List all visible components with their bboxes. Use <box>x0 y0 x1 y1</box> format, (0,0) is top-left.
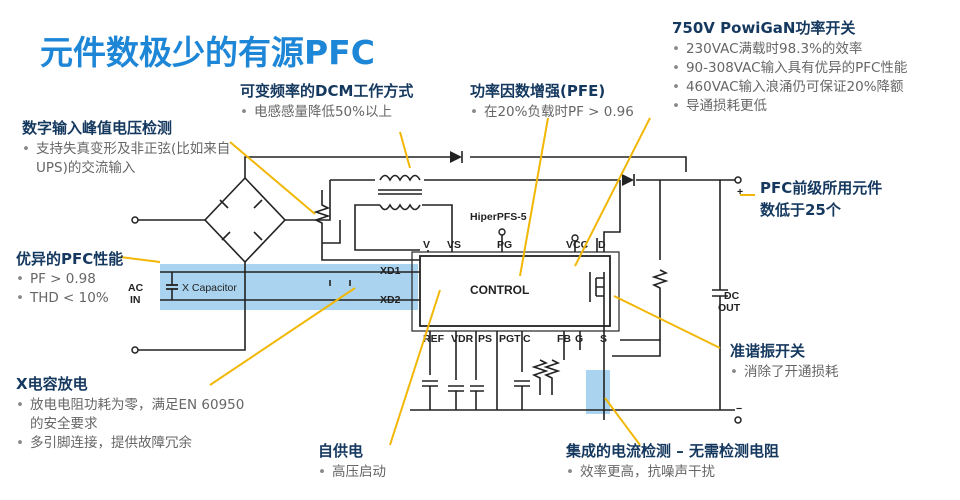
highlight-band-current <box>586 370 610 414</box>
section-heading: 功率因数增强(PFE) <box>470 82 606 100</box>
pin-d: D <box>598 239 606 251</box>
section-quasi-resonant: 准谐振开关 •消除了开通损耗 <box>730 340 838 382</box>
pin-vs: VS <box>447 239 461 251</box>
out-label: OUT <box>718 302 741 314</box>
bullet-item: •230VAC满载时98.3%的效率 <box>672 41 863 57</box>
chip-name: HiperPFS-5 <box>470 211 527 223</box>
section-powigan: 750V PowiGaN功率开关 •230VAC满载时98.3%的效率 •90-… <box>672 17 952 116</box>
section-heading: 优异的PFC性能 <box>16 250 124 268</box>
ac-label: AC <box>128 282 144 294</box>
bullet-item: •THD < 10% <box>16 290 109 306</box>
bullet-item: •90-308VAC输入具有优异的PFC性能 <box>672 60 908 76</box>
pin-xd1: XD1 <box>380 265 401 277</box>
section-dcm: 可变频率的DCM工作方式 •电感感量降低50%以上 <box>240 80 413 122</box>
pin-vcc: VCC <box>566 239 589 251</box>
section-heading: 准谐振开关 <box>730 342 806 360</box>
bullet-item: •放电电阻功耗为零，满足EN 60950的安全要求 <box>16 397 245 432</box>
section-heading: 数字输入峰值电压检测 <box>22 119 173 137</box>
pin-pg: PG <box>497 239 512 251</box>
bullet-item: •电感感量降低50%以上 <box>240 104 392 120</box>
bullet-item: •消除了开通损耗 <box>730 364 839 380</box>
in-label: IN <box>130 294 141 306</box>
pin-xd2: XD2 <box>380 294 401 306</box>
bullet-item: •在20%负载时PF > 0.96 <box>470 104 634 120</box>
bullet-item: •支持失真变形及非正弦(比如来自UPS)的交流输入 <box>22 141 231 176</box>
section-current-sense: 集成的电流检测 – 无需检测电阻 •效率更高，抗噪声干扰 <box>566 440 779 482</box>
pin-c: C <box>523 333 531 345</box>
dc-label: DC <box>724 290 740 302</box>
section-self-supply: 自供电 •高压启动 <box>318 440 386 482</box>
bullet-item: •导通损耗更低 <box>672 98 767 114</box>
page-title: 元件数极少的有源PFC <box>40 33 375 72</box>
pin-fb: FB <box>557 333 571 345</box>
section-heading: 集成的电流检测 – 无需检测电阻 <box>566 442 779 460</box>
section-pfe: 功率因数增强(PFE) •在20%负载时PF > 0.96 <box>470 80 634 122</box>
bullet-list: •放电电阻功耗为零，满足EN 60950的安全要求 •多引脚连接，提供故障冗余 <box>16 396 251 453</box>
control-label: CONTROL <box>470 283 529 297</box>
pin-g: G <box>575 333 583 345</box>
x-capacitor-label: X Capacitor <box>182 282 237 294</box>
bullet-item: •460VAC输入浪涌仍可保证20%降额 <box>672 79 904 95</box>
bullet-item: •PF > 0.98 <box>16 271 96 287</box>
bullet-item: •高压启动 <box>318 464 386 480</box>
pin-s: S <box>600 333 607 345</box>
section-heading-line: 数低于25个 <box>760 201 841 219</box>
section-heading: 可变频率的DCM工作方式 <box>240 82 414 100</box>
section-heading: 自供电 <box>318 442 364 460</box>
section-digital: 数字输入峰值电压检测 •支持失真变形及非正弦(比如来自UPS)的交流输入 <box>22 117 242 178</box>
section-heading-line: PFC前级所用元件 <box>760 179 883 197</box>
plus-label: + <box>737 186 743 198</box>
pin-ps: PS <box>478 333 492 345</box>
bullet-item: •多引脚连接，提供故障冗余 <box>16 435 192 451</box>
section-pfc-performance: 优异的PFC性能 •PF > 0.98 •THD < 10% <box>16 248 123 308</box>
section-pfc-parts: PFC前级所用元件 数低于25个 <box>760 177 882 221</box>
bullet-item: •效率更高，抗噪声干扰 <box>566 464 715 480</box>
bullet-list: •PF > 0.98 •THD < 10% <box>16 270 123 308</box>
pin-v: V <box>423 239 430 251</box>
minus-label: − <box>736 403 742 415</box>
section-heading: X电容放电 <box>16 375 88 393</box>
section-heading: 750V PowiGaN功率开关 <box>672 19 856 37</box>
control-ic <box>419 255 611 327</box>
bullet-list: •230VAC满载时98.3%的效率 •90-308VAC输入具有优异的PFC性… <box>672 40 952 116</box>
section-xcap-discharge: X电容放电 •放电电阻功耗为零，满足EN 60950的安全要求 •多引脚连接，提… <box>16 373 251 453</box>
pin-pgt: PGT <box>499 333 521 345</box>
pin-vdr: VDR <box>451 333 474 345</box>
pin-ref: REF <box>423 333 445 345</box>
